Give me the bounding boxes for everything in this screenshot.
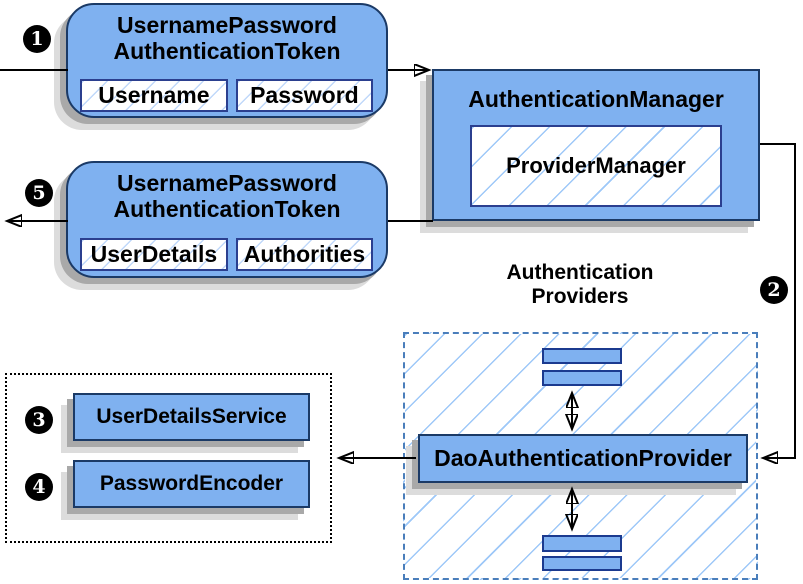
- response-token-title-line1: UsernamePassword: [117, 170, 337, 196]
- password-encoder-node: PasswordEncoder: [73, 460, 310, 508]
- username-field-box: Username: [80, 79, 228, 112]
- provider-manager-box: ProviderManager: [470, 125, 722, 207]
- request-token-title-line1: UsernamePassword: [117, 12, 337, 38]
- response-token-fields: UserDetails Authorities: [80, 238, 373, 271]
- dao-authentication-provider-node: DaoAuthenticationProvider: [418, 434, 748, 483]
- response-token-title-line2: AuthenticationToken: [113, 196, 341, 222]
- authorities-field-box: Authorities: [235, 238, 373, 271]
- step-2-badge: 2: [760, 276, 788, 304]
- step-4-badge: 4: [25, 473, 53, 501]
- authentication-manager-title: AuthenticationManager: [468, 86, 724, 112]
- other-provider-bar-4: [542, 556, 622, 571]
- request-token-title-line2: AuthenticationToken: [113, 38, 341, 64]
- user-details-service-node: UserDetailsService: [73, 393, 310, 441]
- step-5-badge: 5: [25, 179, 53, 207]
- authentication-providers-label: Authentication Providers: [430, 261, 730, 309]
- request-token-node: UsernamePassword AuthenticationToken Use…: [66, 3, 388, 118]
- step-1-badge: 1: [23, 25, 51, 53]
- other-provider-bar-3: [542, 535, 622, 552]
- request-token-fields: Username Password: [80, 79, 373, 112]
- authentication-manager-node: AuthenticationManager ProviderManager: [432, 69, 760, 221]
- userdetails-field-box: UserDetails: [80, 238, 228, 271]
- other-provider-bar-1: [542, 348, 622, 364]
- response-token-node: UsernamePassword AuthenticationToken Use…: [66, 161, 388, 278]
- other-provider-bar-2: [542, 370, 622, 386]
- password-field-box: Password: [235, 79, 373, 112]
- authentication-providers-label-line1: Authentication: [506, 261, 654, 284]
- response-token-title: UsernamePassword AuthenticationToken: [68, 163, 386, 222]
- request-token-title: UsernamePassword AuthenticationToken: [68, 5, 386, 64]
- authentication-providers-label-line2: Providers: [531, 285, 629, 308]
- step-3-badge: 3: [25, 406, 53, 434]
